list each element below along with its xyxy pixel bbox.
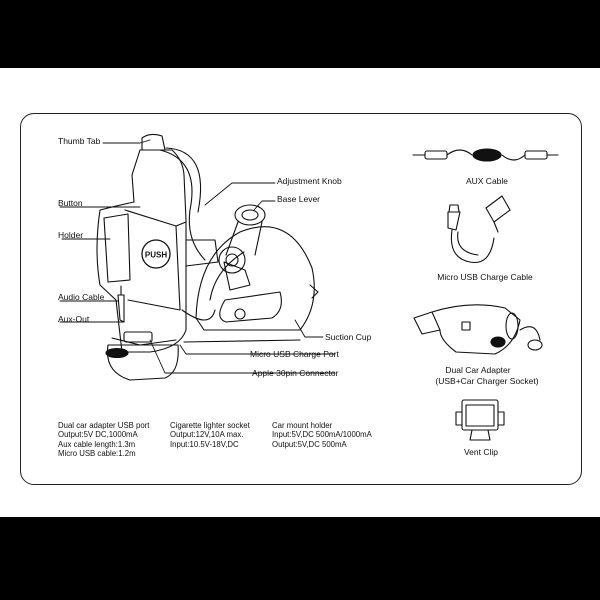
spec-line: Input:10.5V-18V,DC xyxy=(170,439,239,449)
label-audio-cable: Audio Cable xyxy=(58,292,105,302)
apple-30pin-connector xyxy=(123,331,153,343)
label-aux-out: Aux-Out xyxy=(58,314,90,324)
label-suction-cup: Suction Cup xyxy=(325,332,372,342)
label-micro-usb-charge-cable: Micro USB Charge Cable xyxy=(437,272,533,282)
label-micro-usb-charge-port: Micro USB Charge Port xyxy=(250,349,339,359)
spec-column-cigarette-lighter: Cigarette lighter socket Output:12V,10A … xyxy=(170,421,250,449)
label-button: Button xyxy=(58,198,83,208)
label-thumb-tab: Thumb Tab xyxy=(58,136,101,146)
push-button-label: PUSH xyxy=(145,251,167,260)
label-holder: Holder xyxy=(58,230,84,240)
thumb-tab xyxy=(141,133,166,151)
aux-out-plug xyxy=(117,294,125,323)
bottom-black-band xyxy=(0,517,600,600)
spec-line: Output:5V,DC 500mA xyxy=(272,439,347,449)
spec-line: Car mount holder xyxy=(272,421,333,430)
label-dual-car-adapter: Dual Car Adapter xyxy=(445,365,511,375)
label-base-lever: Base Lever xyxy=(277,194,320,204)
spec-line: Input:5V,DC 500mA/1000mA xyxy=(272,430,372,440)
spec-line: Output:12V,10A max. xyxy=(170,430,244,440)
cheero-logo-badge xyxy=(105,347,129,359)
adjustment-knob xyxy=(234,204,266,226)
label-dual-car-adapter-detail: (USB+Car Charger Socket) xyxy=(435,376,539,386)
leader-lines xyxy=(59,139,336,374)
push-button xyxy=(141,239,171,269)
spec-line: Micro USB cable:1.2m xyxy=(58,448,136,458)
micro-usb-cable-illustration xyxy=(447,195,511,264)
dual-car-adapter-illustration xyxy=(413,304,543,355)
spec-column-car-mount-holder: Car mount holder Input:5V,DC 500mA/1000m… xyxy=(272,421,372,449)
base-lever xyxy=(219,291,282,323)
label-apple-30pin-connector: Apple 30pin Connector xyxy=(252,368,339,378)
vent-clip-illustration xyxy=(455,399,505,441)
top-black-band xyxy=(0,0,600,68)
label-adjustment-knob: Adjustment Knob xyxy=(277,176,342,186)
suction-cup xyxy=(195,226,315,331)
car-mount-holder-illustration xyxy=(96,133,319,381)
label-vent-clip: Vent Clip xyxy=(463,447,499,457)
spec-line: Dual car adapter USB port xyxy=(58,421,150,430)
spec-line: Output:5V DC,1000mA xyxy=(58,430,138,440)
spec-line: Cigarette lighter socket xyxy=(170,421,250,430)
spec-column-dual-car-adapter: Dual car adapter USB port Output:5V DC,1… xyxy=(58,421,149,458)
label-aux-cable: AUX Cable xyxy=(465,176,509,186)
spec-line: Aux cable length:1.3m xyxy=(58,439,136,449)
aux-cable-illustration xyxy=(412,148,559,162)
diagram-card xyxy=(20,113,582,485)
